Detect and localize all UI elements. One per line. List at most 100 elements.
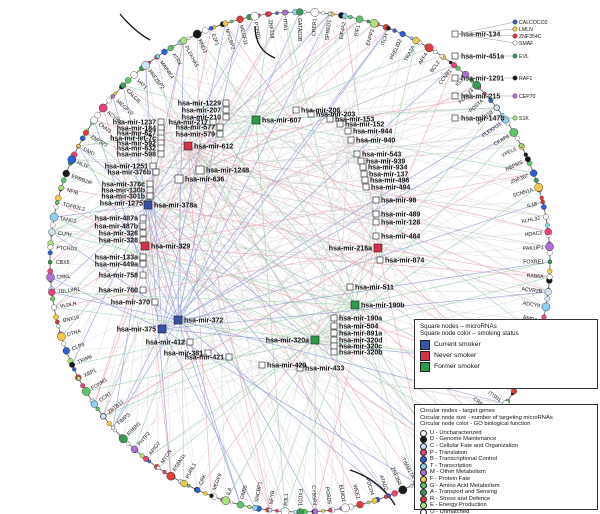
interaction-edge [78, 145, 179, 321]
go-category-item: B - Transcriptional Control [420, 455, 592, 463]
mirna-label: hsa-mir-944 [353, 128, 392, 135]
interaction-edge [160, 15, 346, 144]
gene-node-ptprd [250, 11, 259, 21]
mirna-node-758 [139, 271, 147, 279]
mirna-label: hsa-mir-1229 [178, 100, 221, 107]
gene-node-crkl [46, 272, 55, 282]
interaction-edge [255, 47, 430, 121]
go-category-label: D - Genome Maintenance [430, 436, 497, 443]
gene-node-rsbn1 [119, 434, 128, 444]
interaction-edge [142, 47, 430, 258]
interaction-edge [333, 19, 360, 353]
arc-top [254, 25, 276, 59]
mirna-label: hsa-mir-320c [339, 343, 382, 350]
gene-node-e2f1 [208, 26, 214, 31]
interaction-edge [261, 291, 549, 366]
isolated-mirna-node [451, 92, 459, 100]
isolated-gene-label: SMAF [519, 41, 533, 47]
interaction-edge [284, 12, 297, 111]
go-category-label: O - Unmatched [430, 508, 470, 514]
gene-node [79, 135, 86, 142]
gene-node-crk [194, 487, 201, 493]
interaction-edge [123, 127, 162, 439]
go-category-item: P - Translation [420, 449, 592, 457]
mirna-node-370 [151, 298, 159, 306]
gene-label: IGJ [455, 77, 465, 87]
mirna-label: hsa-mir-137 [369, 171, 408, 178]
mirna-node-891a [330, 329, 338, 337]
gene-label: KLHL32 [521, 216, 541, 225]
mirna-node-130b [146, 186, 154, 194]
gene-node-vldlr [51, 304, 57, 311]
interaction-edge [57, 213, 377, 323]
mirna-label: hsa-mir-375 [117, 326, 156, 333]
interaction-edge [51, 231, 381, 261]
gene-label: CLPH [57, 231, 72, 239]
mirna-label: hsa-mir-301b [101, 193, 145, 200]
gene-label: AFF4 [418, 52, 430, 66]
gene-label: VPEL5 [501, 146, 518, 159]
mirna-label: hsa-mir-636 [185, 176, 224, 183]
gene-node-il18 [540, 199, 545, 205]
interaction-edge [207, 13, 331, 354]
gene-node [483, 91, 487, 96]
go-category-dot [420, 442, 427, 450]
mirna-label: hsa-mir-152 [345, 121, 384, 128]
mirna-node-412 [186, 338, 194, 346]
interaction-edge [228, 201, 543, 358]
gene-label: RSBN1 [126, 421, 143, 438]
go-category-dot [420, 469, 427, 477]
mirna-label: hsa-mir-372 [184, 317, 223, 324]
interaction-edge [147, 204, 455, 459]
go-category-dot [420, 488, 427, 496]
gene-node [541, 204, 547, 210]
gene-node [455, 65, 461, 71]
mirna-label: hsa-mir-378a [154, 202, 197, 209]
gene-node-megf9 [209, 493, 214, 498]
interaction-edge [225, 23, 379, 249]
interaction-edge [142, 13, 331, 265]
mirna-label: hsa-mir-98 [381, 197, 417, 204]
mirna-legend: Square nodes – microRNAs Square node col… [414, 319, 598, 389]
gene-node-arid2 [143, 455, 149, 462]
gene-node-itch [386, 26, 391, 31]
interaction-edge [71, 159, 362, 162]
interaction-edge [177, 19, 241, 321]
gene-node-rab6a [546, 273, 553, 280]
gene-label: ZNF367 [510, 173, 530, 185]
gene-node-zbtb10 [493, 104, 500, 111]
interaction-edge [142, 84, 477, 265]
mirna-label: hsa-mir-607 [262, 117, 301, 124]
mirna-label: hsa-mir-320a [266, 337, 309, 344]
interaction-edge [170, 48, 362, 162]
mirna-node-612 [183, 141, 193, 151]
interaction-edge [102, 107, 381, 261]
mirna-node-487b [139, 222, 147, 230]
interaction-edge [145, 339, 316, 460]
isolated-gene-label: CALCOCO2 [519, 20, 548, 26]
gene-label: HDAC2 [524, 230, 542, 238]
gene-label: MAP4K4 [158, 60, 175, 80]
interaction-edge [123, 325, 335, 440]
interaction-edge [85, 132, 335, 341]
mirna-label: hsa-mir-489 [381, 211, 420, 218]
interaction-edge [144, 40, 184, 247]
mirna-label: hsa-mir-543 [362, 151, 401, 158]
arc-bottom [349, 469, 396, 506]
interaction-edge [50, 132, 162, 278]
isolated-gene-node [512, 93, 518, 99]
go-category-item: R - Stress and Defence [420, 495, 592, 503]
mirna-node-489 [372, 210, 380, 218]
mirna-node-429 [258, 361, 266, 369]
interaction-edge [103, 107, 358, 155]
interaction-edge [142, 172, 534, 276]
interaction-edge [122, 85, 379, 249]
interaction-edge [225, 109, 514, 133]
gene-label: PRF2BP2 [146, 69, 165, 91]
gene-node-rsbn1l [166, 471, 176, 481]
interaction-edge [161, 291, 549, 330]
interaction-edge [199, 23, 375, 171]
mirna-label: hsa-mir-484 [381, 233, 420, 240]
